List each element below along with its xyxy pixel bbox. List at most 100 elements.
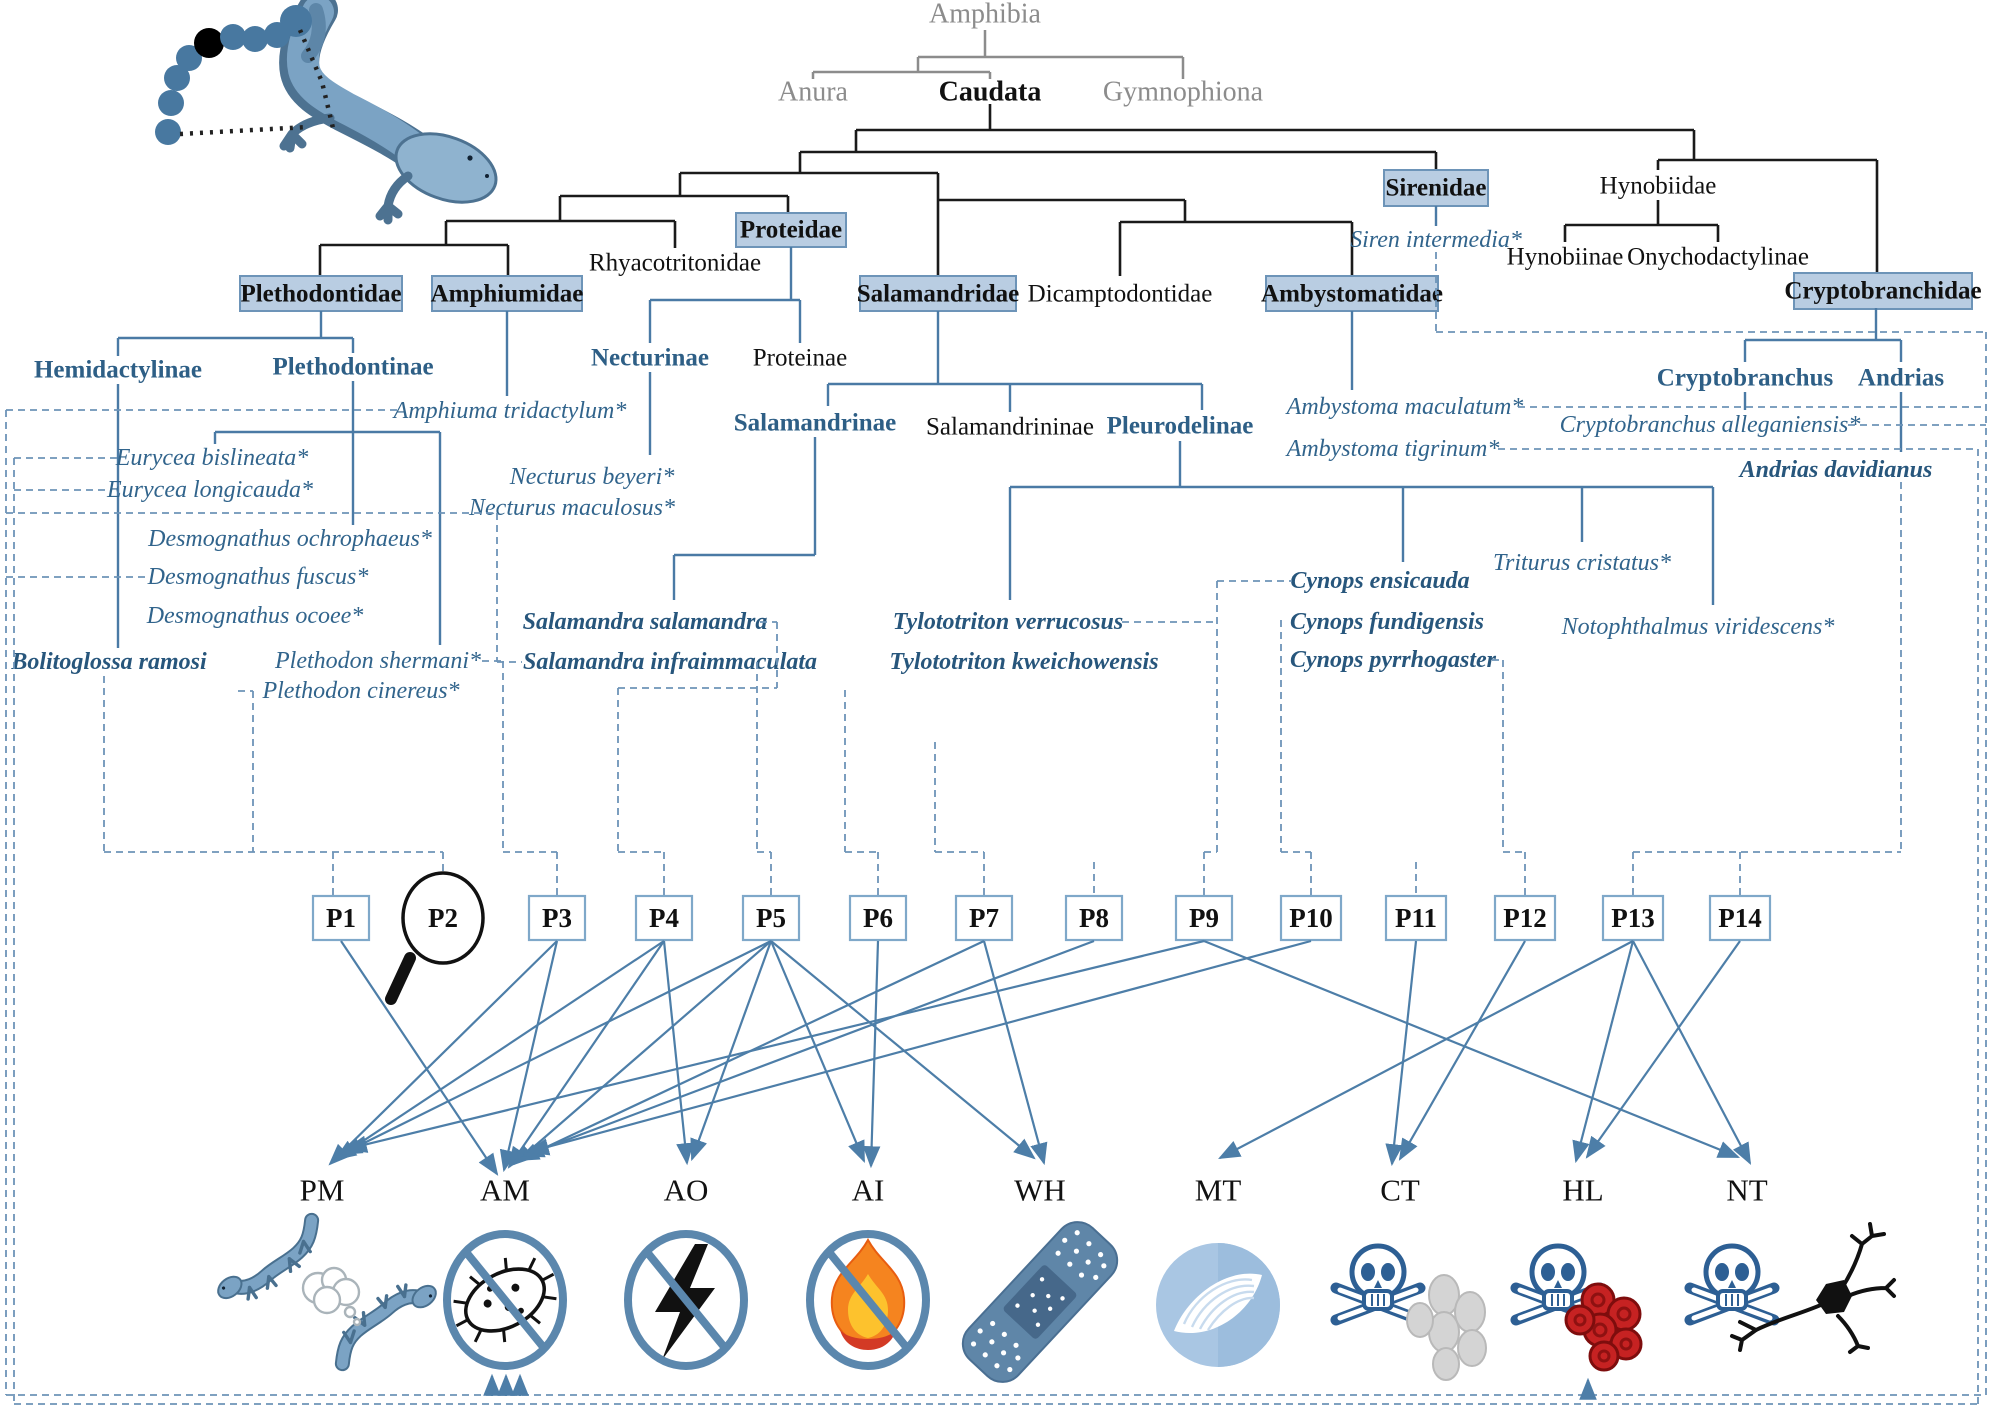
label-bolitoglossa-ramosi: Bolitoglossa ramosi: [10, 649, 207, 675]
label-wh: WH: [1014, 1173, 1066, 1208]
label-dicamptodontidae: Dicamptodontidae: [1028, 281, 1213, 308]
label-p13: P13: [1611, 903, 1655, 933]
label-cryptobranchidae: Cryptobranchidae: [1784, 278, 1981, 305]
label-salamandrinae: Salamandrinae: [734, 410, 897, 437]
label-am: AM: [480, 1173, 530, 1208]
label-ao: AO: [664, 1173, 709, 1208]
peptide-box-p7[interactable]: [954, 894, 1014, 942]
salamander-front-leg: [279, 113, 335, 153]
label-plethodon-cinereus: Plethodon cinereus*: [261, 678, 459, 704]
dashed-feed-arrows: [483, 1373, 1597, 1400]
peptide-box-p4[interactable]: [634, 894, 694, 942]
label-nt: NT: [1726, 1173, 1767, 1208]
magnifier-handle-icon: [385, 952, 416, 1005]
peptide-box-p9[interactable]: [1174, 894, 1234, 942]
label-tylototriton-verrucosus: Tylototriton verrucosus: [893, 609, 1123, 635]
label-p10: P10: [1289, 903, 1333, 933]
skull-blood-icon: [1516, 1246, 1643, 1372]
label-proteidae: Proteidae: [740, 217, 842, 244]
black-dot: [194, 28, 224, 58]
peptide-activity-arrows: [328, 939, 1752, 1176]
box-proteidae: [735, 212, 847, 248]
label-desmognathus-ocoee: Desmognathus ocoee*: [146, 603, 364, 629]
muscle-icon: [1156, 1243, 1280, 1367]
label-salamandra-salamandra: Salamandra salamandra: [523, 609, 768, 635]
label-p8: P8: [1079, 903, 1109, 933]
peptide-box-p3[interactable]: [527, 894, 587, 942]
measurement-dots: [155, 5, 312, 145]
label-cynops-pyrrhogaster: Cynops pyrrhogaster: [1290, 647, 1497, 673]
box-cryptobranchidae: [1793, 272, 1973, 310]
dashed-connector-network: [5, 252, 1987, 1405]
label-cryptobranchus: Cryptobranchus: [1657, 365, 1834, 392]
label-cryptobranchus-alleganiensis: Cryptobranchus alleganiensis*: [1560, 412, 1861, 438]
peptide-box-p12[interactable]: [1493, 894, 1557, 942]
label-necturus-beyeri: Necturus beyeri*: [509, 464, 675, 490]
label-p1: P1: [326, 903, 356, 933]
salamander-head: [394, 132, 498, 204]
salamander-morphometry-illustration: [155, 0, 498, 225]
label-p4: P4: [649, 903, 679, 933]
family-boxes: Plethodontidae Amphiumidae Rhyacotritoni…: [239, 169, 1982, 312]
label-p12: P12: [1503, 903, 1547, 933]
label-plethodon-shermani: Plethodon shermani*: [274, 648, 481, 674]
peptide-row: P1 P2 P3 P4 P5 P6 P7 P8 P9 P10 P11 P12 P…: [311, 871, 1772, 1005]
label-rhyacotritonidae: Rhyacotritonidae: [589, 250, 761, 277]
label-salamandridae: Salamandridae: [857, 281, 1020, 308]
label-amphibia: Amphibia: [929, 0, 1042, 30]
no-fire-icon: [806, 1230, 930, 1370]
label-eurycea-bislineata: Eurycea bislineata*: [115, 445, 309, 471]
label-triturus-cristatus: Triturus cristatus*: [1493, 550, 1671, 576]
label-plethodontidae: Plethodontidae: [240, 281, 401, 308]
label-ct: CT: [1380, 1173, 1420, 1208]
label-pleurodelinae: Pleurodelinae: [1107, 413, 1254, 440]
box-ambystomatidae: [1265, 275, 1439, 312]
peptide-box-p5[interactable]: [741, 894, 801, 942]
peptide-box-p10[interactable]: [1279, 894, 1343, 942]
label-hynobiidae: Hynobiidae: [1600, 173, 1717, 200]
no-lightning-icon: [624, 1230, 748, 1370]
label-plethodontinae: Plethodontinae: [272, 354, 433, 381]
species-labels: Amphiuma tridactylum* Eurycea bislineata…: [10, 227, 1932, 704]
label-cynops-ensicauda: Cynops ensicauda: [1290, 568, 1469, 594]
label-p2: P2: [428, 903, 458, 933]
peptide-box-p1[interactable]: [311, 894, 371, 942]
salamander-tail: [301, 3, 326, 63]
bandage-icon: [961, 1221, 1119, 1383]
label-notophthalmus-viridescens: Notophthalmus viridescens*: [1561, 614, 1835, 640]
label-p11: P11: [1395, 903, 1437, 933]
label-sirenidae: Sirenidae: [1386, 175, 1487, 202]
magnifier-lens-icon[interactable]: [401, 871, 485, 965]
label-p3: P3: [542, 903, 572, 933]
label-ambystoma-tigrinum: Ambystoma tigrinum*: [1285, 436, 1500, 462]
label-mt: MT: [1195, 1173, 1242, 1208]
measurement-dotted-lines: [179, 29, 336, 137]
label-p14: P14: [1718, 903, 1762, 933]
no-bacteria-icon: [443, 1230, 567, 1370]
label-hynobiinae: Hynobiinae: [1507, 244, 1624, 271]
peptide-box-p8[interactable]: [1064, 894, 1124, 942]
label-ambystomatidae: Ambystomatidae: [1261, 281, 1443, 308]
label-desmognathus-ochrophaeus: Desmognathus ochrophaeus*: [147, 526, 432, 552]
salamander-hind-leg: [375, 171, 413, 225]
label-necturinae: Necturinae: [591, 345, 709, 372]
label-pm: PM: [300, 1173, 345, 1208]
label-amphiumidae: Amphiumidae: [431, 281, 584, 308]
peptide-box-p14[interactable]: [1708, 894, 1772, 942]
label-onychodactylinae: Onychodactylinae: [1627, 244, 1809, 271]
label-p9: P9: [1189, 903, 1219, 933]
peptide-box-p13[interactable]: [1601, 894, 1665, 942]
label-caudata: Caudata: [939, 77, 1042, 108]
label-gymnophiona: Gymnophiona: [1103, 77, 1264, 108]
order-tree-lines: [811, 30, 1185, 79]
label-amphiuma-tridactylum: Amphiuma tridactylum*: [392, 398, 627, 424]
peptide-box-p6[interactable]: [848, 894, 908, 942]
box-sirenidae: [1383, 169, 1489, 207]
label-tylototriton-kweichowensis: Tylototriton kweichowensis: [889, 649, 1158, 675]
label-proteinae: Proteinae: [753, 345, 847, 372]
label-p5: P5: [756, 903, 786, 933]
peptide-box-p11[interactable]: [1384, 894, 1448, 942]
label-ai: AI: [852, 1173, 885, 1208]
label-andrias: Andrias: [1858, 365, 1944, 392]
